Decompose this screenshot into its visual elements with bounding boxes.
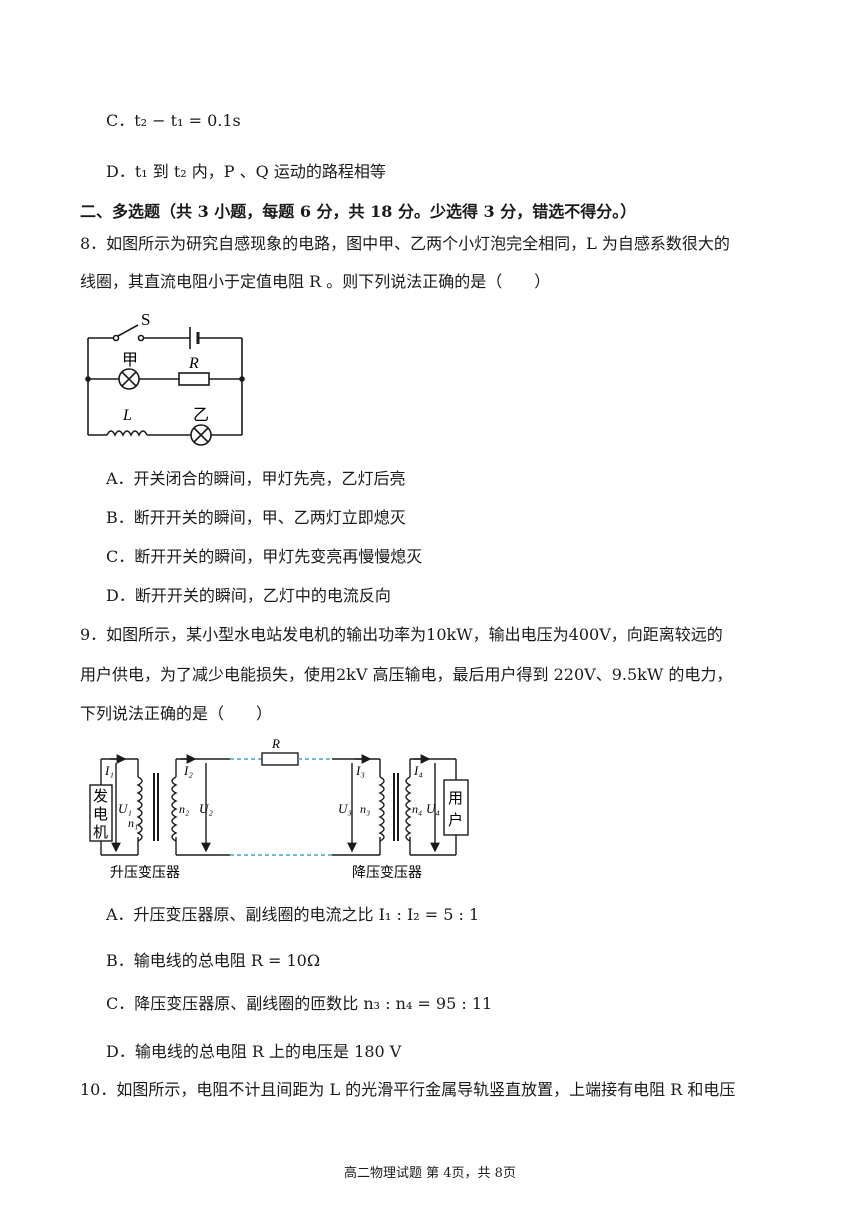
step-down-transformer-label: 降压变压器	[352, 865, 422, 881]
voltage-u2-label: U₂	[199, 801, 213, 816]
user-label-char-1: 用	[448, 789, 463, 807]
generator-label-char-1: 发	[93, 787, 108, 805]
current-i3-label: I₃	[355, 763, 365, 778]
question-9-option-d: D．输电线的总电阻 R 上的电压是 180 V	[106, 1042, 402, 1061]
generator-label-char-3: 机	[93, 823, 108, 841]
question-10-line-1: 10．如图所示，电阻不计且间距为 L 的光滑平行金属导轨竖直放置，上端接有电阻 …	[80, 1080, 736, 1099]
turns-n4-label: n₄	[412, 802, 422, 816]
lamp-1-label: 甲	[122, 350, 138, 369]
step-up-transformer-label: 升压变压器	[110, 865, 180, 881]
switch-label: S	[141, 310, 150, 329]
voltage-u3-label: U₃	[338, 801, 352, 816]
question-8-option-a: A．开关闭合的瞬间，甲灯先亮，乙灯后亮	[106, 469, 406, 488]
turns-n2-label: n₂	[179, 802, 189, 816]
question-9-option-c: C．降压变压器原、副线圈的匝数比 n₃ : n₄ = 95 : 11	[106, 994, 493, 1013]
turns-n3-label: n₃	[360, 802, 370, 816]
lamp-2-label: 乙	[193, 405, 209, 424]
question-9-line-3: 下列说法正确的是（ ）	[80, 704, 273, 723]
figure-8-circuit: S 甲 R L 乙	[85, 310, 245, 446]
section-heading: 二、多选题（共 3 小题，每题 6 分，共 18 分。少选得 3 分，错选不得分…	[80, 202, 637, 221]
voltage-u4-label: U₄	[426, 801, 440, 816]
current-i4-label: I₄	[413, 763, 423, 778]
question-8-line-2: 线圈，其直流电阻小于定值电阻 R 。则下列说法正确的是（ ）	[80, 272, 551, 291]
question-9-option-a: A．升压变压器原、副线圈的电流之比 I₁ : I₂ = 5 : 1	[106, 905, 480, 924]
option-c-prev: C．t₂ − t₁ = 0.1s	[106, 111, 241, 130]
current-i1-label: I₁	[104, 763, 114, 778]
turns-n1-label: n₁	[128, 816, 138, 830]
coil-label: L	[122, 407, 132, 424]
resistor-label: R	[188, 355, 199, 372]
figure-9-transmission: R I₁ I₂ I₃ I₄ U₁ U₂ U₃ U₄ n₁ n₂ n₃ n₄ 发 …	[89, 736, 469, 881]
voltage-u1-label: U₁	[118, 801, 132, 816]
question-9-line-2: 用户供电，为了减少电能损失，使用2kV 高压输电，最后用户得到 220V、9.5…	[80, 665, 733, 684]
user-label-char-2: 户	[448, 811, 463, 829]
question-9-line-1: 9．如图所示，某小型水电站发电机的输出功率为10kW，输出电压为400V，向距离…	[80, 625, 723, 644]
question-8-option-c: C．断开开关的瞬间，甲灯先变亮再慢慢熄灭	[106, 547, 423, 566]
current-i2-label: I₂	[183, 763, 193, 778]
question-8-line-1: 8．如图所示为研究自感现象的电路，图中甲、乙两个小灯泡完全相同，L 为自感系数很…	[80, 234, 730, 253]
question-8-option-d: D．断开开关的瞬间，乙灯中的电流反向	[106, 586, 391, 605]
question-8-option-b: B．断开开关的瞬间，甲、乙两灯立即熄灭	[106, 508, 406, 527]
generator-label-char-2: 电	[93, 805, 108, 823]
option-d-prev: D．t₁ 到 t₂ 内，P 、Q 运动的路程相等	[106, 162, 386, 181]
question-9-option-b: B．输电线的总电阻 R = 10Ω	[106, 951, 321, 970]
page-footer: 高二物理试题 第 4页，共 8页	[344, 1166, 516, 1181]
line-resistor-label: R	[271, 736, 280, 751]
